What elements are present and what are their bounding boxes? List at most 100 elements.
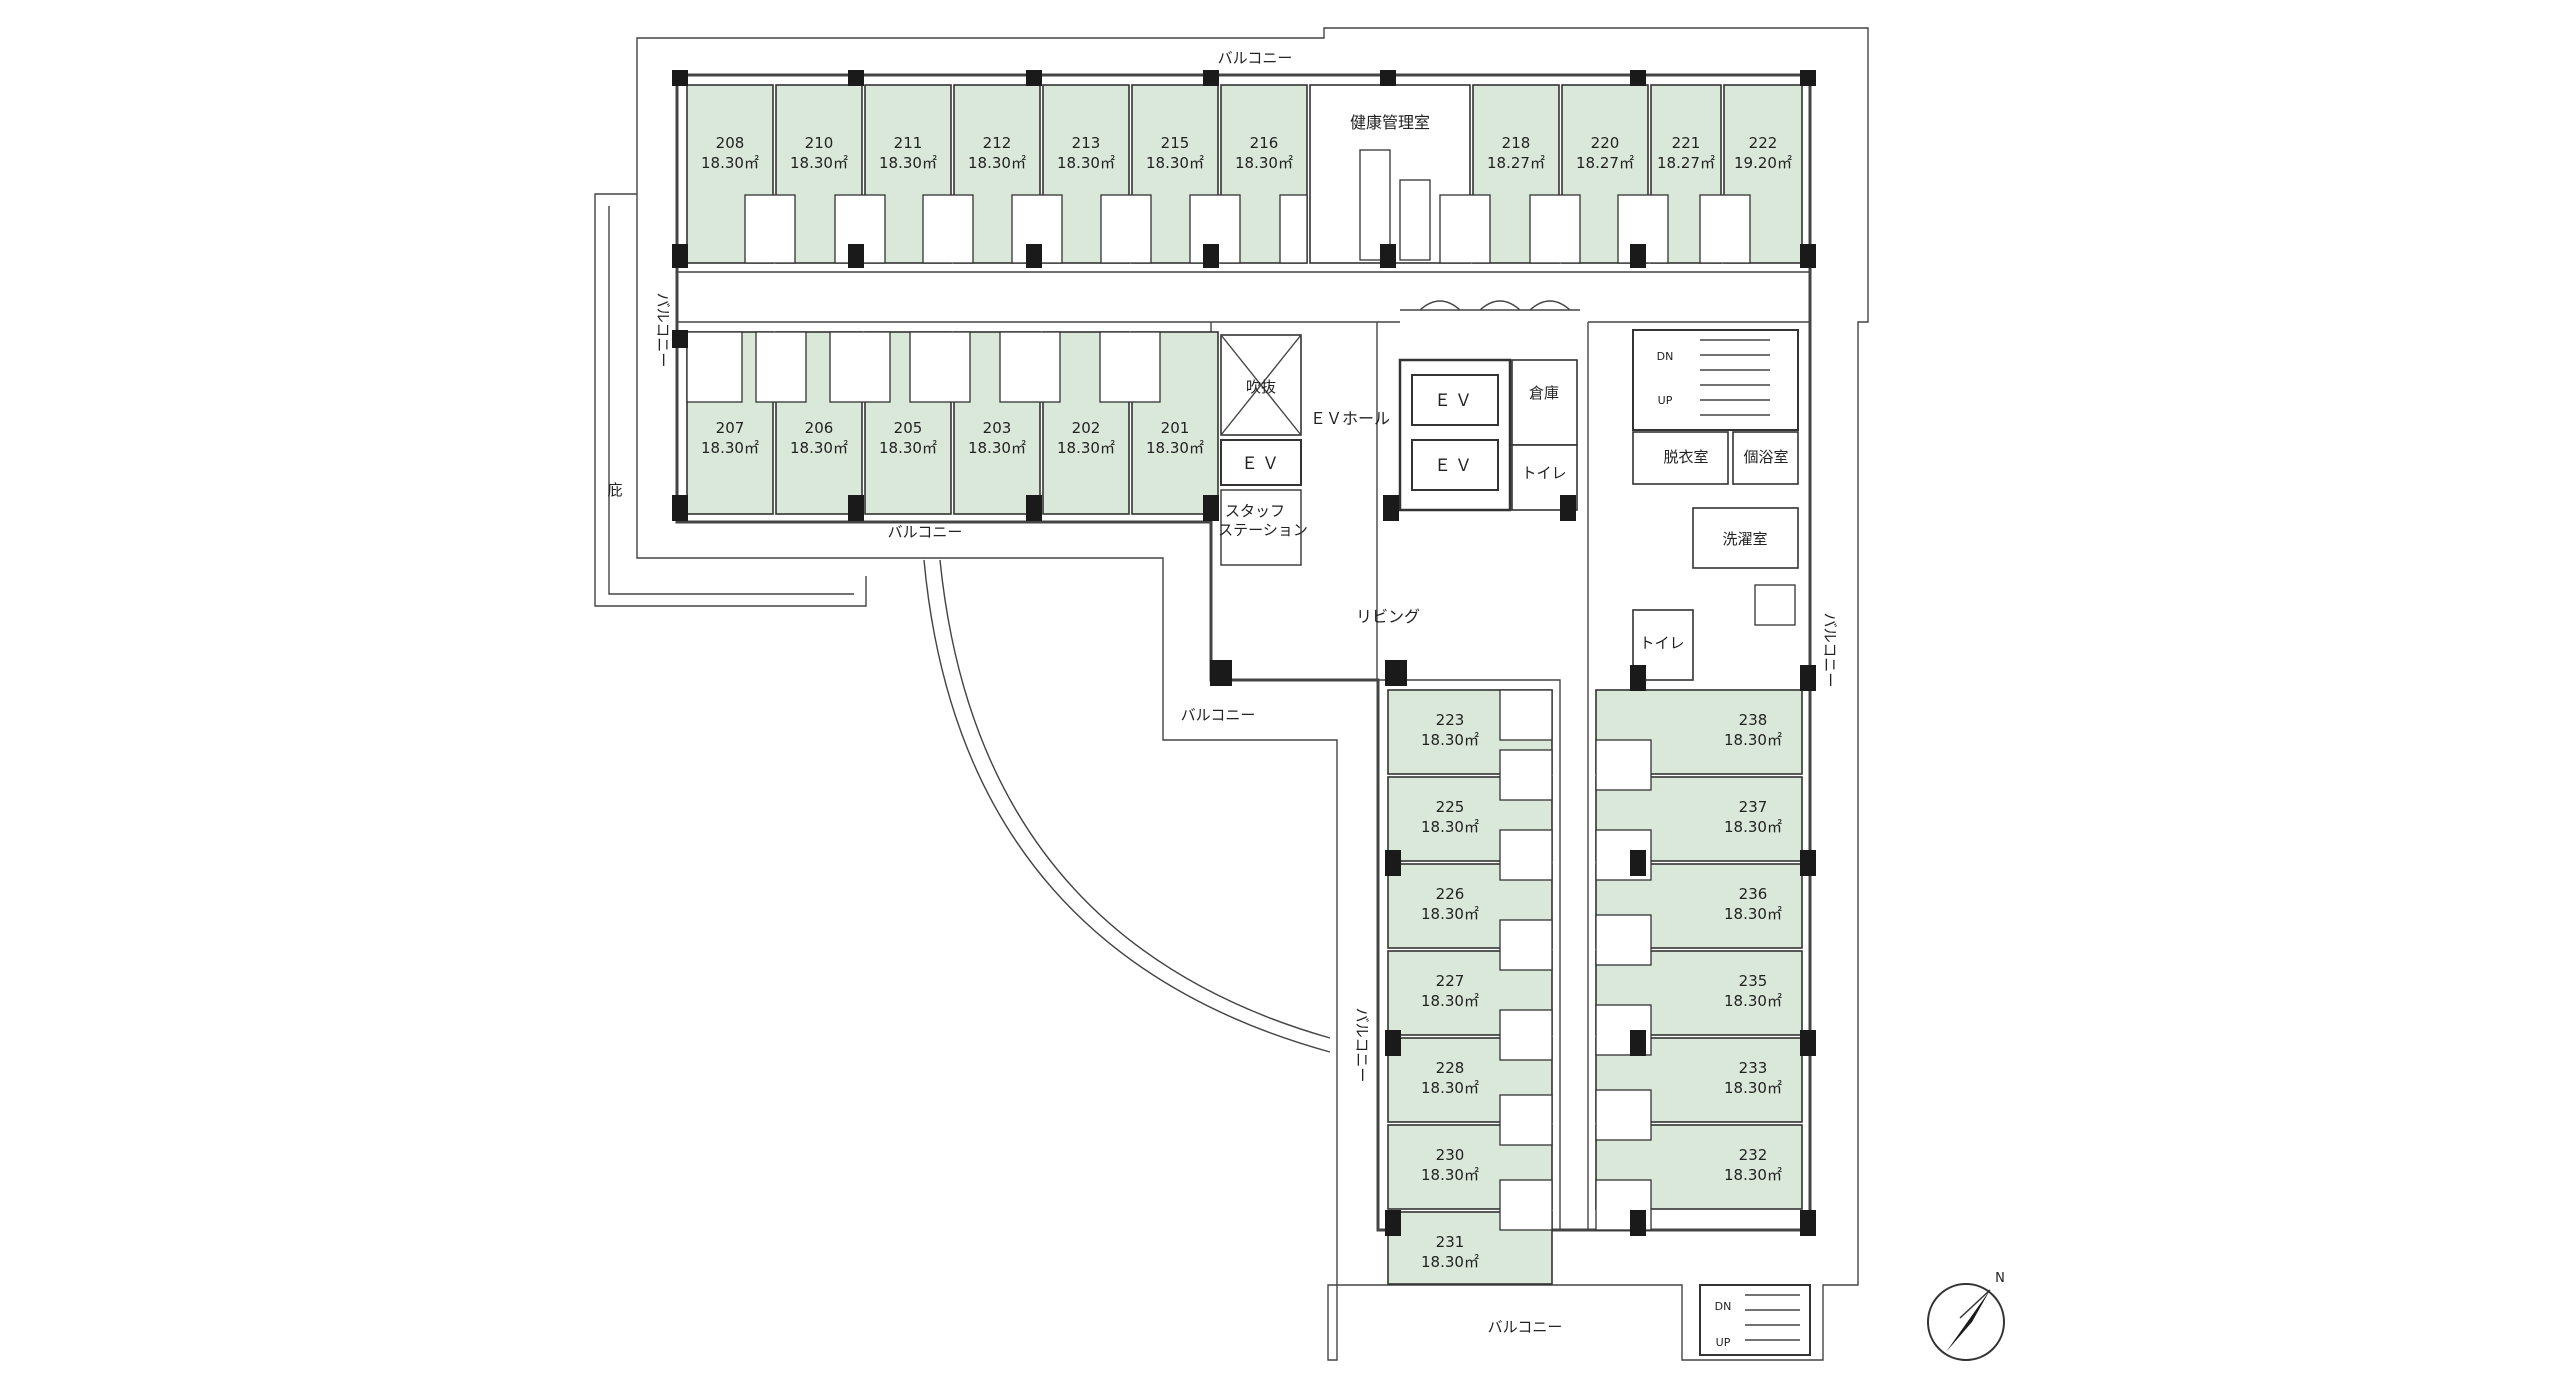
room-number: 221 [1672,134,1701,152]
room-number: 201 [1161,419,1190,437]
room-area: 18.30㎡ [1146,439,1204,457]
room-area: 18.30㎡ [1724,1079,1782,1097]
balcony-label-west-vertical: バルコニー [654,293,672,368]
room-area: 18.30㎡ [1724,905,1782,923]
laundry-room [1692,507,1799,569]
stair-east [1632,329,1799,431]
landscape-arc-inner [939,559,1331,1039]
balcony-label-south-vertical: バルコニー [1353,1008,1371,1083]
elevator-2-label: ＥＶ [1434,456,1476,476]
room-area: 18.30㎡ [1146,154,1204,172]
room-area: 18.30㎡ [1421,905,1479,923]
room-number: 206 [805,419,834,437]
room-number: 226 [1436,885,1465,903]
room-number: 211 [894,134,923,152]
staff-station-label-2: ステーション [1218,521,1308,539]
west-eave-inner [608,206,854,595]
room-number: 235 [1739,972,1768,990]
room-number: 205 [894,419,923,437]
room-area: 18.30㎡ [1421,992,1479,1010]
room-number: 223 [1436,711,1465,729]
elevator-west [1220,439,1302,486]
elevator-1-label: ＥＶ [1434,391,1476,411]
room-number: 202 [1072,419,1101,437]
balcony-label-north: バルコニー [1218,49,1293,67]
west-room-baths [686,331,1161,403]
facility-labels: バルコニー バルコニー バルコニー バルコニー バルコニー バルコニー バルコニ… [607,49,1839,1349]
room-area: 18.30㎡ [1235,154,1293,172]
room-area: 18.30㎡ [879,439,937,457]
storage-label: 倉庫 [1529,384,1559,402]
room-area: 18.30㎡ [1724,818,1782,836]
toilet-east-label: トイレ [1639,634,1684,652]
room-area: 18.30㎡ [1421,1253,1479,1271]
room-area: 18.30㎡ [1724,992,1782,1010]
room-number: 228 [1436,1059,1465,1077]
storage-room [1511,359,1578,446]
room-number: 222 [1749,134,1778,152]
room-number: 232 [1739,1146,1768,1164]
room-area: 18.30㎡ [790,439,848,457]
private-bath [1732,431,1799,485]
room-number: 225 [1436,798,1465,816]
living-label: リビング [1356,607,1420,626]
room-area: 18.30㎡ [1421,731,1479,749]
private-bath-label: 個浴室 [1743,448,1788,466]
stair-south [1699,1284,1811,1356]
elevator-2 [1411,439,1499,491]
staff-station [1220,489,1302,566]
room-area: 18.30㎡ [1421,1166,1479,1184]
room-number: 203 [983,419,1012,437]
west-eave [594,193,867,607]
north-label: N [1995,1271,2005,1286]
elevator-1 [1411,374,1499,426]
staff-station-label-1: スタッフ [1225,502,1285,520]
room-number: 216 [1250,134,1279,152]
ev-hall-label: ＥＶホール [1310,409,1390,428]
west-room-labels: 207 18.30㎡ 206 18.30㎡ 205 18.30㎡ 203 18.… [701,419,1204,457]
room-number: 215 [1161,134,1190,152]
room-number: 231 [1436,1233,1465,1251]
room-area: 18.27㎡ [1657,154,1715,172]
atrium-label: 吹抜 [1246,378,1276,396]
compass: N [1927,1271,2005,1361]
north-room-labels: 208 18.30㎡ 210 18.30㎡ 211 18.30㎡ 212 18.… [701,134,1293,172]
room-area: 18.30㎡ [1421,818,1479,836]
room-area: 18.30㎡ [701,439,759,457]
south-right-rooms [1595,689,1803,1210]
room-area: 18.30㎡ [968,154,1026,172]
room-area: 19.20㎡ [1734,154,1792,172]
dressing-room [1632,431,1729,485]
room-area: 18.30㎡ [1724,1166,1782,1184]
room-area: 18.30㎡ [790,154,848,172]
balcony-label-south: バルコニー [1488,1318,1563,1336]
room-area: 18.30㎡ [1057,154,1115,172]
elevator-west-label: ＥＶ [1241,454,1283,474]
laundry-label: 洗濯室 [1722,530,1767,548]
room-area: 18.30㎡ [1057,439,1115,457]
room-number: 208 [716,134,745,152]
room-number: 236 [1739,885,1768,903]
landscape-arc-outer [923,559,1331,1053]
balcony-label-east-vertical: バルコニー [1821,613,1839,688]
balcony-outline [636,27,1869,1361]
toilet-core-label: トイレ [1521,464,1566,482]
room-number: 212 [983,134,1012,152]
room-number: 230 [1436,1146,1465,1164]
room-number: 227 [1436,972,1465,990]
north-corridor-wall [677,271,1810,323]
room-number: 237 [1739,798,1768,816]
room-number: 220 [1591,134,1620,152]
balcony-label-west: バルコニー [888,523,963,541]
room-number: 213 [1072,134,1101,152]
compass-ring [1927,1283,2005,1361]
north-east-room-labels: 218 18.27㎡ 220 18.27㎡ 221 18.27㎡ 222 19.… [1487,134,1792,172]
balcony-label-south-west: バルコニー [1181,706,1256,724]
room-number: 210 [805,134,834,152]
room-area: 18.27㎡ [1487,154,1545,172]
stair-dn-label: DN [1657,350,1674,363]
dressing-room-label: 脱衣室 [1663,448,1708,466]
room-number: 207 [716,419,745,437]
room-area: 18.30㎡ [1421,1079,1479,1097]
room-area: 18.30㎡ [879,154,937,172]
